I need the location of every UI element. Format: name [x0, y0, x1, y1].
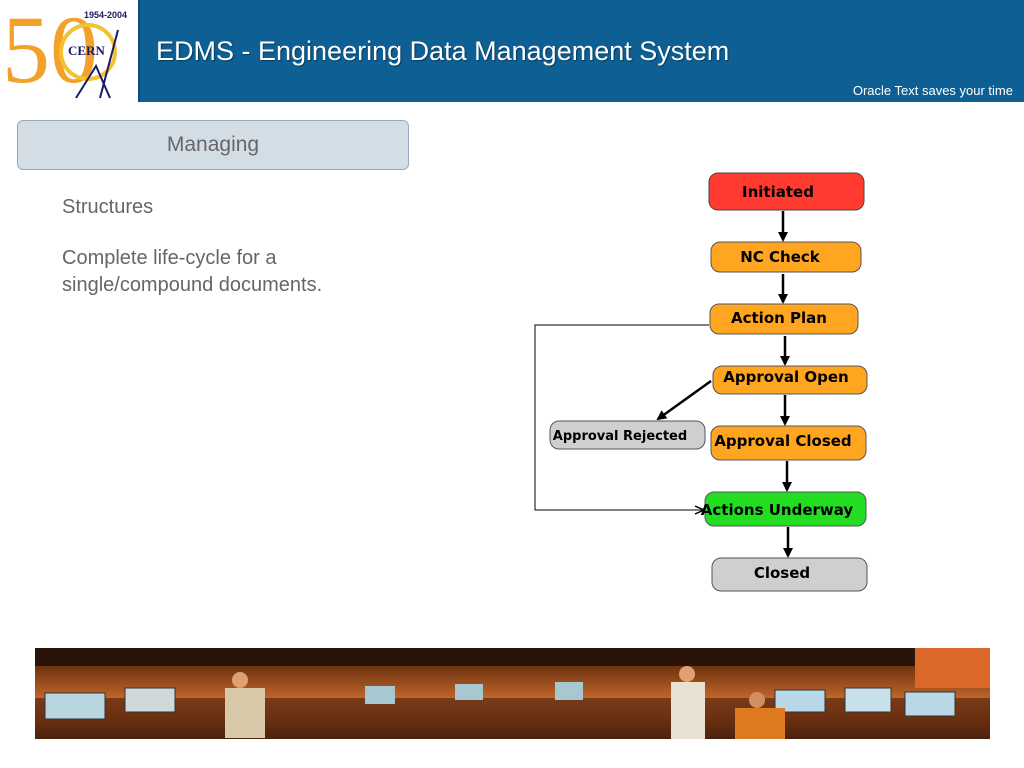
node-approval-open-label: Approval Open: [723, 368, 848, 386]
node-nc-check: NC Check: [710, 241, 862, 273]
node-approval-closed: Approval Closed: [710, 425, 867, 461]
node-approval-rejected: Approval Rejected: [549, 420, 706, 450]
node-action-plan-label: Action Plan: [731, 309, 827, 327]
logo-cern-text: CERN: [68, 43, 105, 58]
node-actions-underway-label: Actions Underway: [701, 501, 854, 519]
section-heading: Managing: [17, 120, 409, 170]
node-action-plan: Action Plan: [709, 303, 859, 335]
bullet-structures: Structures: [62, 196, 154, 218]
node-closed: Closed: [711, 557, 868, 592]
page-title: EDMS - Engineering Data Management Syste…: [156, 36, 730, 66]
node-approval-closed-label: Approval Closed: [714, 432, 851, 450]
node-approval-rejected-label: Approval Rejected: [553, 429, 687, 444]
node-approval-open: Approval Open: [712, 365, 868, 395]
node-initiated: Initiated: [708, 172, 865, 211]
node-nc-check-label: NC Check: [740, 248, 821, 266]
node-initiated-label: Initiated: [742, 183, 814, 201]
cern-50-logo-icon: 50: [2, 0, 119, 103]
node-actions-underway: Actions Underway: [701, 491, 867, 527]
node-closed-label: Closed: [754, 564, 810, 582]
svg-text:50: 50: [2, 0, 98, 102]
header-bar: 50 1954-2004 CERN EDMS - Engineering Dat…: [0, 0, 1024, 103]
workflow-diagram: Initiated NC Check Action Plan Approval …: [534, 172, 868, 592]
page-subtitle: Oracle Text saves your time: [852, 83, 1013, 98]
bullet-lifecycle: Complete life-cycle for a single/compoun…: [62, 247, 323, 296]
workflow-arrows: [656, 211, 793, 558]
arrow-approval-open-to-rejected: [656, 379, 712, 421]
cern-logo: 50 1954-2004 CERN: [0, 0, 140, 103]
logo-years: 1954-2004: [84, 10, 128, 20]
bypass-connector: [534, 324, 709, 515]
control-room-scene: [35, 648, 990, 739]
control-room-photo: [35, 648, 990, 739]
